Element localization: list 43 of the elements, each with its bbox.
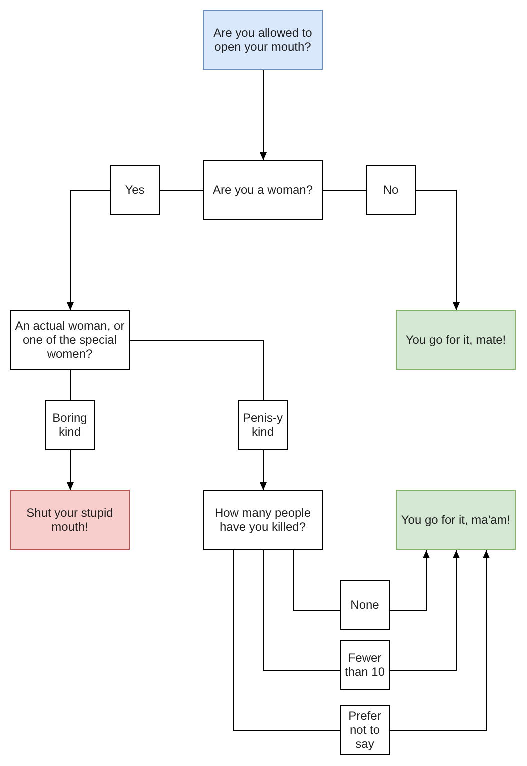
- connector-line: [130, 340, 264, 401]
- arrow: [390, 550, 430, 611]
- node-text: Prefer not to say: [348, 709, 382, 751]
- node-text: Boring kind: [52, 411, 88, 439]
- arrow: [260, 70, 267, 161]
- node-text: You go for it, mate!: [406, 333, 506, 347]
- connector-line: [160, 190, 204, 191]
- option-box: [340, 580, 390, 630]
- outcome-box: [396, 490, 516, 550]
- question-box: [203, 490, 323, 550]
- start-box: [203, 10, 323, 70]
- node-text: An actual woman, or one of the special women?: [15, 319, 125, 361]
- connector-line: [70, 370, 71, 401]
- arrow: [260, 450, 267, 491]
- option-box: [238, 400, 288, 450]
- option-box: [340, 640, 390, 690]
- connector-line: [263, 550, 341, 671]
- node-text: Shut your stupid mouth!: [26, 506, 114, 534]
- connector-line: [323, 190, 367, 191]
- option-box: [110, 165, 160, 215]
- outcome-box: [10, 490, 130, 550]
- option-box: [45, 400, 95, 450]
- node-text: How many people have you killed?: [214, 506, 312, 534]
- arrow: [416, 190, 460, 311]
- node-text: You go for it, ma'am!: [401, 513, 511, 527]
- node-text: Yes: [125, 183, 145, 197]
- arrow: [67, 190, 111, 311]
- node-text: No: [383, 183, 399, 197]
- connector-line: [233, 550, 341, 731]
- outcome-box: [396, 310, 516, 370]
- question-box: [10, 310, 130, 370]
- node-text: Penis-y kind: [242, 411, 284, 439]
- option-box: [340, 705, 390, 755]
- node-text: Are you allowed to open your mouth?: [212, 26, 314, 54]
- connector-line: [293, 550, 341, 611]
- node-text: Fewer than 10: [344, 651, 386, 679]
- question-box: [203, 160, 323, 220]
- arrow: [67, 450, 74, 491]
- arrow: [390, 550, 490, 731]
- arrow: [390, 550, 460, 671]
- node-text: None: [350, 598, 380, 612]
- node-text: Are you a woman?: [212, 183, 314, 197]
- option-box: [366, 165, 416, 215]
